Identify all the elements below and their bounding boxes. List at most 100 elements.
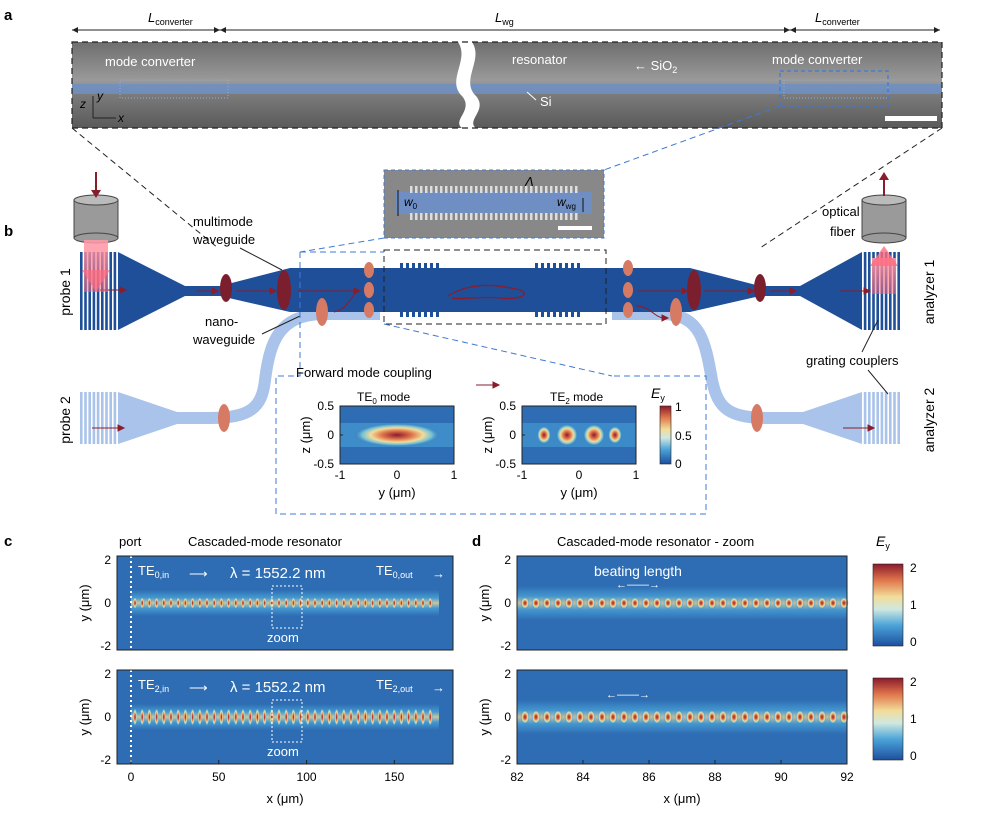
c-te0-spot (384, 597, 390, 609)
d-te0-spot (652, 597, 662, 609)
d-te2-spot (586, 710, 596, 724)
c-te2-spot (204, 708, 210, 726)
lconv-left-label: Lconverter (148, 10, 193, 27)
c-te0-spot (168, 597, 174, 609)
c-te2-spot (355, 708, 361, 726)
c-te0-spot (147, 597, 152, 609)
optical-label-1: optical (822, 204, 860, 219)
forward-coupling-connector (383, 323, 613, 377)
d-te2-spot (575, 710, 585, 724)
bragg-tooth (547, 311, 550, 317)
c-te0-spot (420, 597, 426, 609)
inset-tooth (570, 186, 573, 193)
c-te2-spot (348, 708, 354, 726)
grating-line (113, 392, 117, 444)
inset-tooth (485, 186, 488, 193)
scale-bar-a (885, 116, 937, 121)
axes-glyph: z y x (79, 89, 125, 125)
c-te2-spot (262, 708, 267, 726)
inset-tooth (520, 213, 523, 220)
bragg-tooth (430, 263, 433, 269)
te2-ylabel: z (μm) (480, 416, 495, 453)
te2-lambda: λ = 1552.2 nm (230, 679, 325, 696)
bragg-tooth (535, 311, 538, 317)
inset-tooth (465, 186, 468, 193)
grating-line (897, 392, 900, 444)
inset-tooth (455, 213, 458, 220)
inset-tooth (470, 213, 473, 220)
panel-a-label: a (4, 7, 13, 24)
te2-mode-plot: TE2 mode (521, 390, 637, 465)
bragg-tooth (535, 263, 538, 269)
c-te0-spot (132, 597, 138, 609)
d-te0-spot (630, 597, 640, 609)
probe1-label: probe 1 (57, 268, 73, 316)
c-te0-spot (276, 597, 282, 609)
mode-colorbar: Ey 1 0.5 0 (651, 385, 692, 471)
d-cbar-tick: 2 (910, 561, 917, 575)
d-cbar-title: Ey (876, 533, 890, 551)
inset-tooth (505, 186, 508, 193)
d-te2-spot (740, 710, 750, 724)
arrow-out: → (432, 680, 445, 695)
d-xtick: 82 (510, 770, 524, 784)
inset-tooth (520, 186, 523, 193)
c-te2-spot (219, 708, 224, 726)
te0-ytick: 0.5 (317, 399, 334, 413)
grating-line (80, 252, 83, 330)
inset-tooth (415, 213, 418, 220)
inset-tooth (575, 213, 578, 220)
d-te0-spot (817, 597, 827, 609)
bragg-tooth (412, 263, 415, 269)
d-te2-spot (531, 710, 541, 724)
bragg-tooth (436, 263, 439, 269)
d-te2-spot (608, 710, 618, 724)
c-te0-spot (305, 597, 311, 609)
inset-tooth (515, 213, 518, 220)
gc-pointer-2 (867, 369, 889, 395)
c-te0-spot (283, 597, 289, 609)
inset-tooth (495, 186, 498, 193)
inset-tooth (565, 213, 568, 220)
sem-converter-right (783, 79, 889, 99)
grating-line (88, 392, 91, 444)
c-te2-spot (233, 708, 239, 726)
analyzer2-label: analyzer 2 (921, 387, 937, 452)
c-te0-spot (183, 597, 188, 609)
c-te0-spot (190, 597, 195, 609)
inset-tooth (560, 186, 563, 193)
d-te2-spot (718, 710, 728, 724)
grating-line (876, 392, 879, 444)
bragg-tooth (577, 311, 580, 317)
bragg-tooth (541, 311, 544, 317)
bragg-tooth (565, 263, 568, 269)
c-te0-spot (161, 597, 167, 609)
c-te0-spot (370, 597, 375, 609)
inset-tooth (540, 186, 543, 193)
c-te2-spot (197, 708, 203, 726)
d-te0-spot (586, 597, 596, 609)
inset-tooth (515, 186, 518, 193)
d-te0-spot (784, 597, 794, 609)
c-te0-spot (204, 597, 210, 609)
connector-inset-left (299, 237, 385, 253)
bragg-tooth (553, 311, 556, 317)
inset-tooth (420, 186, 423, 193)
c-te0-spot (319, 597, 325, 609)
connector-inset-right (603, 105, 781, 171)
te2-ytick: 0.5 (499, 399, 516, 413)
inset-tooth (530, 213, 533, 220)
c-te2-spot (420, 708, 426, 726)
grating-couplers-label: grating couplers (806, 353, 899, 368)
c-te0-spot (269, 597, 275, 609)
d-cbar-tick: 2 (910, 675, 917, 689)
c-xtick: 100 (297, 770, 317, 784)
inset-tooth (450, 213, 453, 220)
c-te0-spot (197, 597, 203, 609)
c-te0-spot (391, 597, 397, 609)
d-te0-spot (795, 597, 805, 609)
d-te0-spot (696, 597, 706, 609)
